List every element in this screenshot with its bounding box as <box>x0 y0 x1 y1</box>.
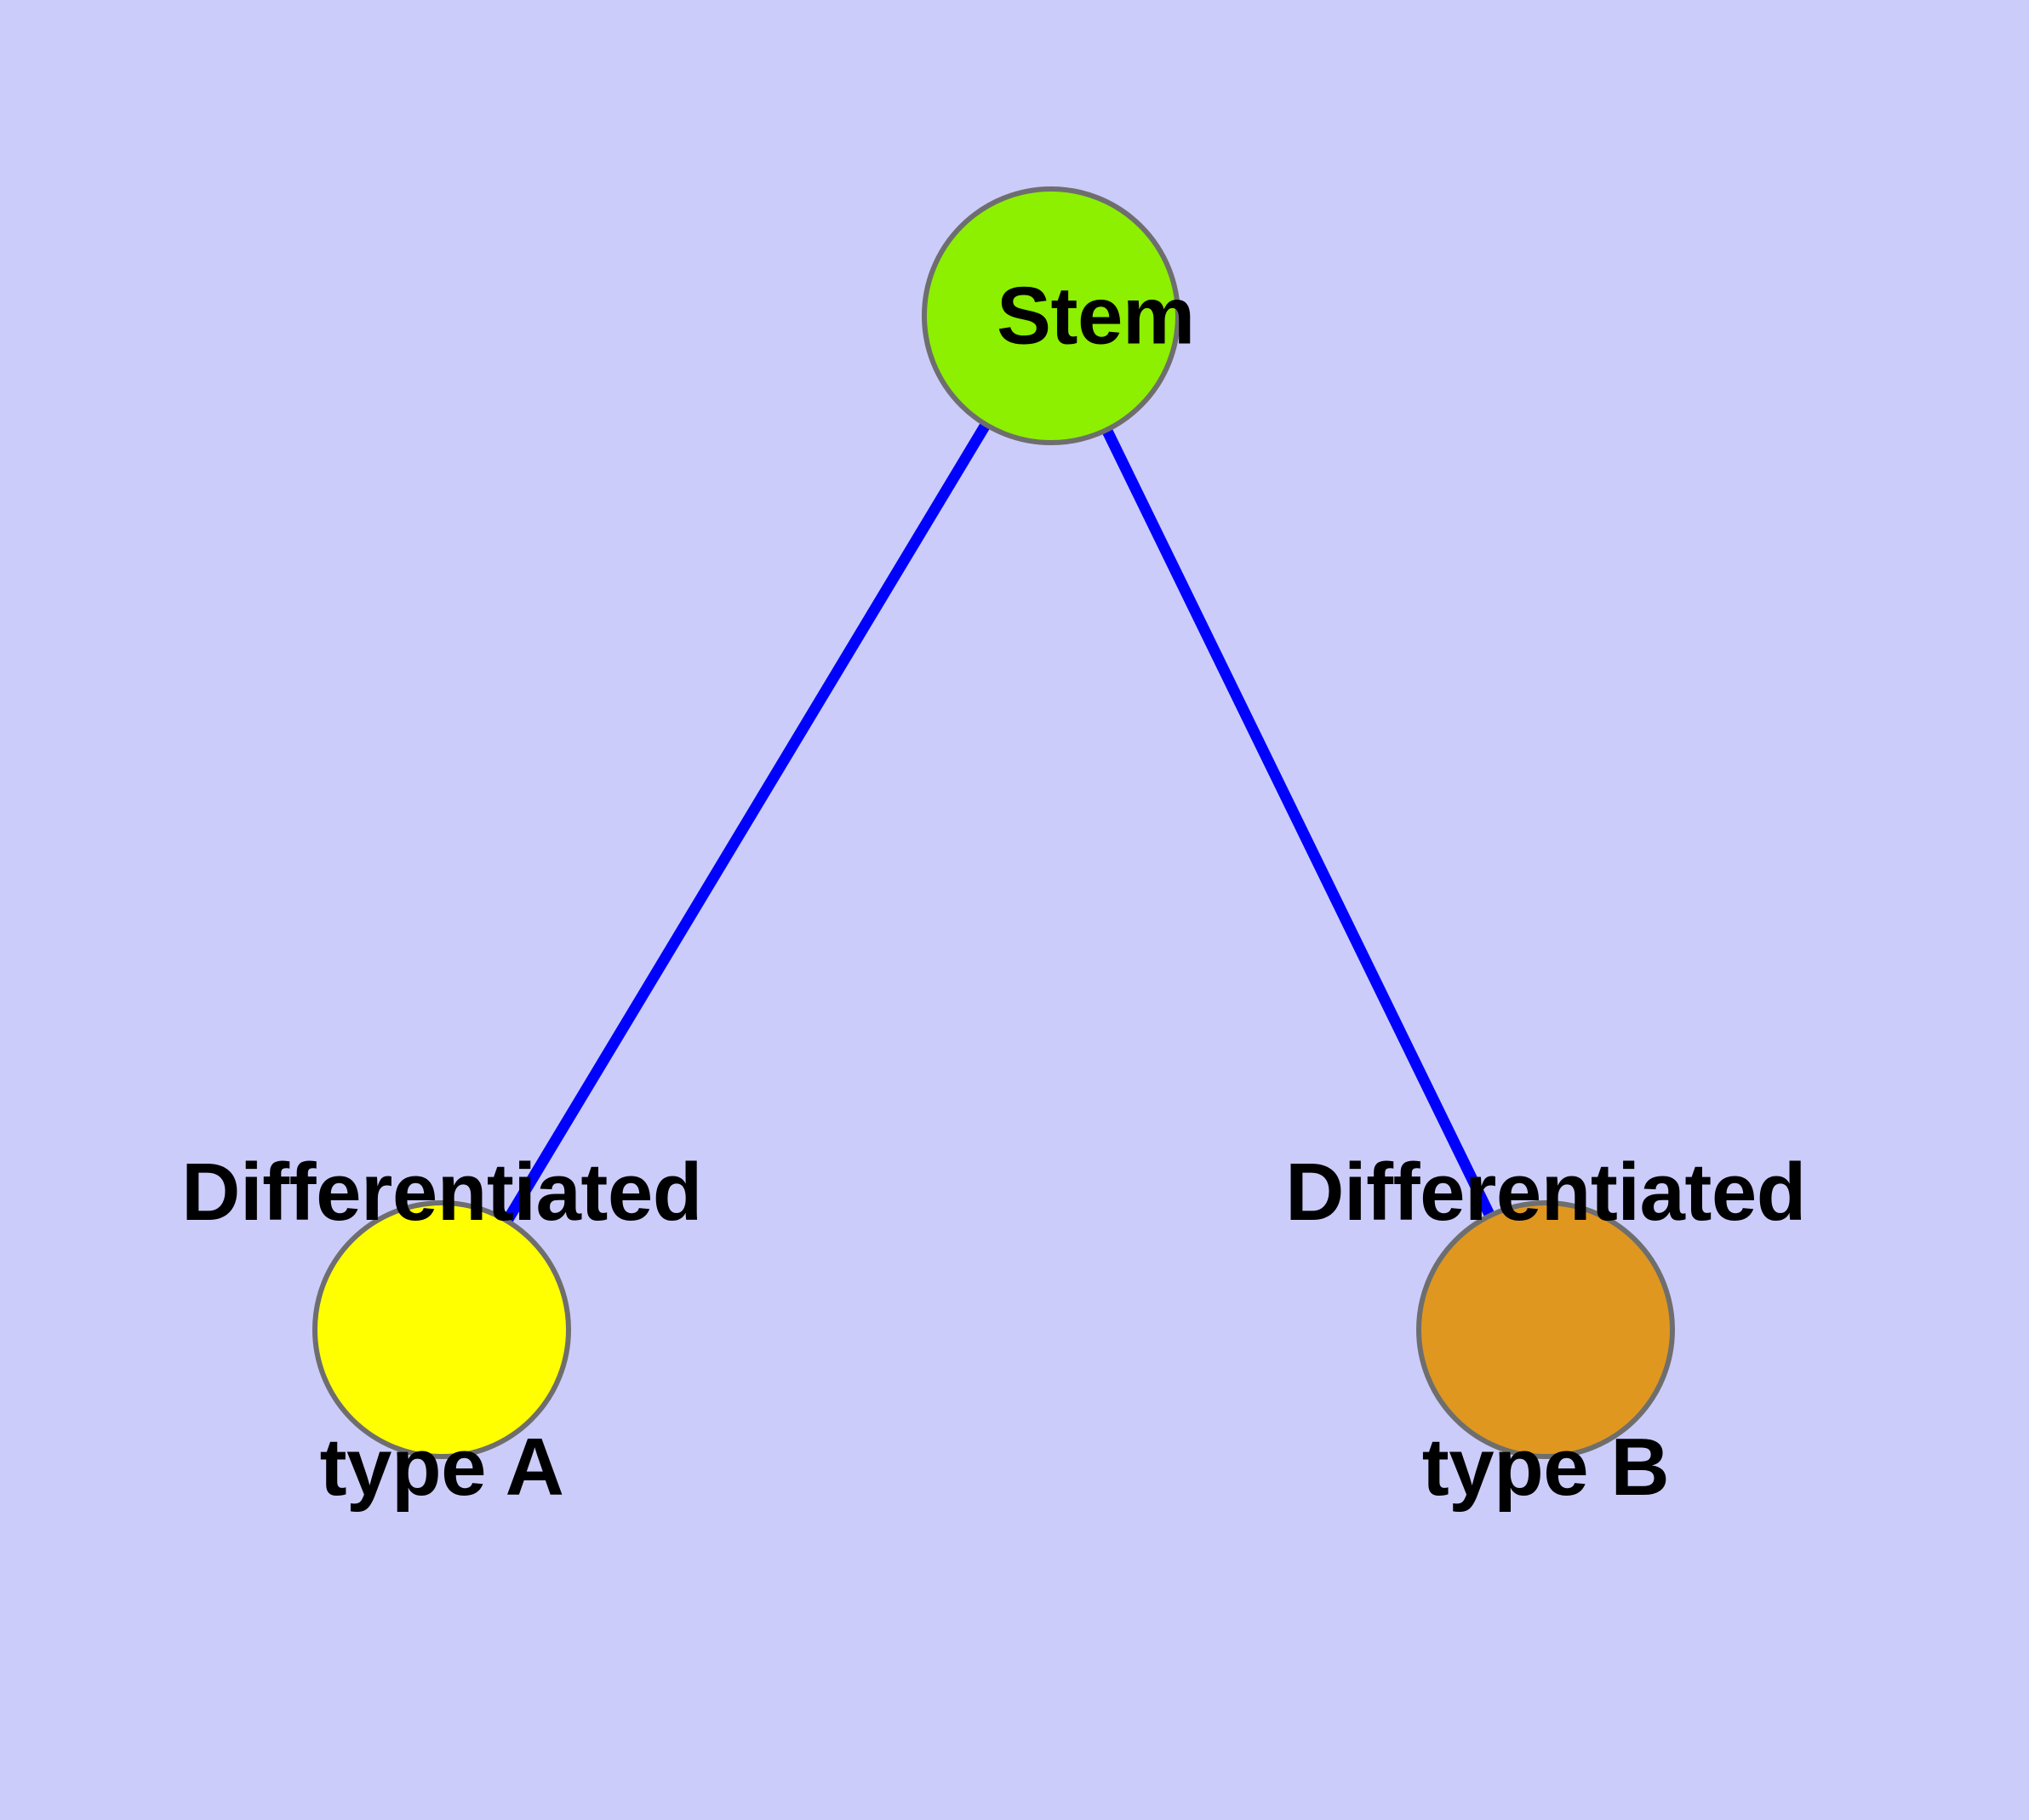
node-differentiated-type-a[interactable] <box>312 1200 571 1459</box>
edge-stem-diff-b <box>1046 313 1551 1332</box>
edge-stem-diff-a <box>437 312 1056 1333</box>
node-stem[interactable] <box>922 186 1180 445</box>
edge-layer <box>437 312 1551 1333</box>
node-layer <box>312 186 1675 1459</box>
node-differentiated-type-b[interactable] <box>1416 1200 1675 1459</box>
